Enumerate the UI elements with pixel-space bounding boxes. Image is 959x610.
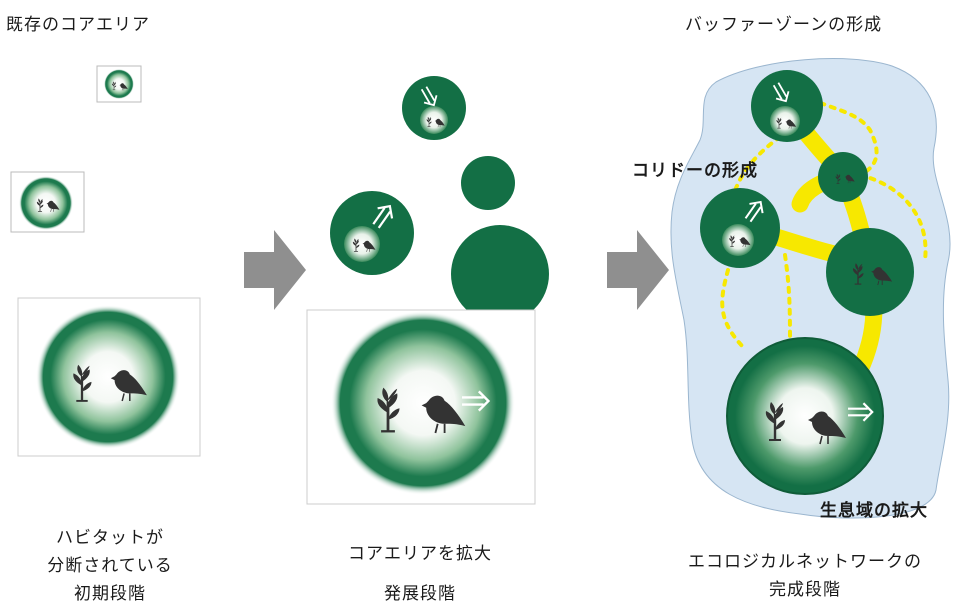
caption-initial-stage: ハビタットが 分断されている 初期段階 — [47, 528, 173, 604]
expanded-core-area — [331, 311, 515, 495]
green-patch-small — [461, 156, 515, 210]
core-area-right — [826, 228, 914, 316]
core-area-top — [751, 70, 823, 142]
heading-buffer-zone: バッファーゾーンの形成 — [685, 15, 883, 35]
development-stage — [306, 76, 549, 505]
completion-stage — [670, 58, 951, 519]
green-patch-large — [451, 225, 549, 323]
initial-stage — [10, 65, 201, 457]
label-corridor: コリドーの形成 — [632, 161, 758, 181]
heading-existing-core-area: 既存のコアエリア — [6, 15, 150, 35]
caption-completion-stage: エコロジカルネットワークの 完成段階 — [688, 552, 922, 600]
medium-core-area — [19, 176, 73, 230]
caption-development-stage: コアエリアを拡大 発展段階 — [348, 544, 492, 604]
right-arrow-icon — [244, 230, 306, 310]
small-core-area — [104, 69, 134, 99]
core-area-small — [818, 152, 868, 202]
large-core-area — [36, 305, 180, 449]
right-arrow-icon — [607, 230, 669, 310]
label-habitat-expansion: 生息域の拡大 — [820, 501, 928, 521]
